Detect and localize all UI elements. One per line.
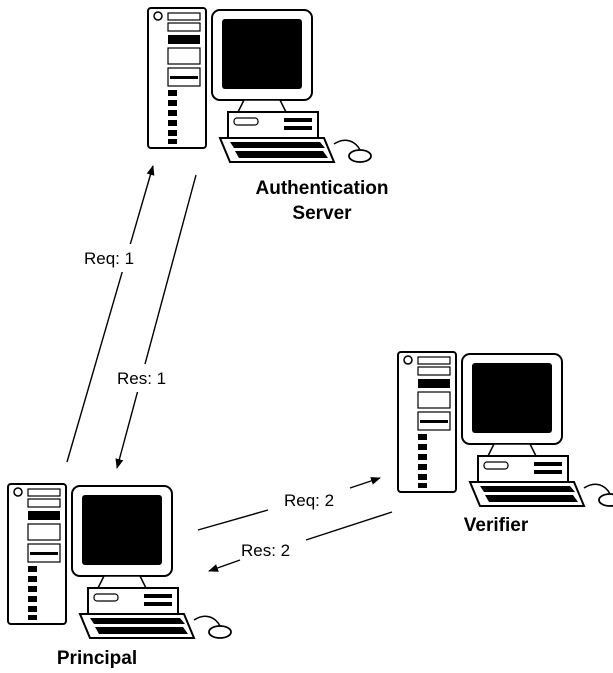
authentication-server-label-line2: Server xyxy=(292,203,352,224)
authentication-server-label-line1: Authentication xyxy=(256,178,389,199)
req2-label: Req: 2 xyxy=(284,491,334,510)
req1-arrow xyxy=(66,165,155,463)
res2-arrow xyxy=(305,511,393,541)
res2-label: Res: 2 xyxy=(241,541,290,560)
desktop-computer-icon xyxy=(397,351,613,507)
principal-node: Principal xyxy=(7,483,232,669)
req2-arrow xyxy=(197,509,269,531)
res1-arrow xyxy=(115,174,197,469)
desktop-computer-icon xyxy=(147,7,372,163)
req1-label: Req: 1 xyxy=(84,249,134,268)
verifier-node: Verifier xyxy=(397,351,613,536)
desktop-computer-icon xyxy=(7,483,232,639)
authentication-server-node: Authentication Server xyxy=(147,7,389,224)
verifier-label: Verifier xyxy=(464,515,529,536)
res1-label: Res: 1 xyxy=(117,369,166,388)
principal-label: Principal xyxy=(57,648,137,669)
